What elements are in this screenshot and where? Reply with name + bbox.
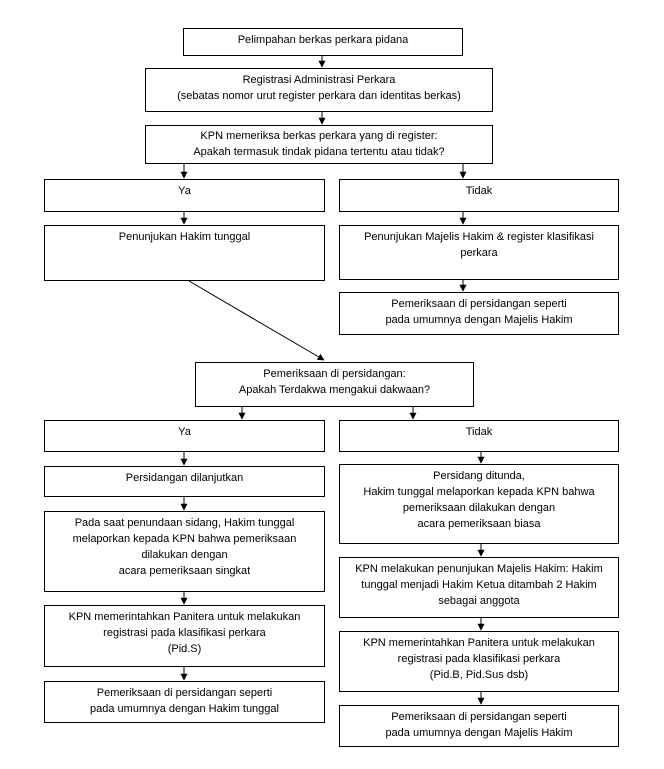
arrow-hakim-pemeriksaan <box>188 280 325 361</box>
node-text: Ya <box>178 426 191 438</box>
node-text: Pelimpahan berkas perkara pidana <box>237 34 409 46</box>
node-text: perkara <box>460 247 498 259</box>
node-text: Persidang ditunda, <box>433 470 525 482</box>
node-text: Registrasi Administrasi Perkara <box>242 74 396 86</box>
node-text: dilakukan dengan <box>141 549 228 561</box>
node-text: pada umumnya dengan Majelis Hakim <box>385 314 573 326</box>
node-majelis-hakim: Penunjukan Majelis Hakim & register klas… <box>339 225 619 280</box>
node-text: Pemeriksaan di persidangan seperti <box>391 298 567 310</box>
node-text: KPN memerintahkan Panitera untuk melakuk… <box>68 611 301 623</box>
node-hakim-tunggal: Penunjukan Hakim tunggal <box>44 225 325 281</box>
node-text: pada umumnya dengan Majelis Hakim <box>385 727 573 739</box>
node-text: (Pid.B, Pid.Sus dsb) <box>429 669 529 681</box>
node-text: Pemeriksaan di persidangan seperti <box>391 711 567 723</box>
node-text: Pada saat penundaan sidang, Hakim tungga… <box>74 517 295 529</box>
node-text: Apakah termasuk tindak pidana tertentu a… <box>193 146 445 158</box>
node-persidangan-dilanjutkan: Persidangan dilanjutkan <box>44 466 325 497</box>
node-text: Tidak <box>465 426 493 438</box>
node-pelimpahan: Pelimpahan berkas perkara pidana <box>183 28 463 56</box>
node-text: KPN melakukan penunjukan Majelis Hakim: … <box>355 563 603 575</box>
node-text: (sebatas nomor urut register perkara dan… <box>177 90 461 102</box>
node-periksa-majelis-2: Pemeriksaan di persidangan seperti pada … <box>339 705 619 747</box>
node-text: registrasi pada klasifikasi perkara <box>103 627 266 639</box>
node-ya-2: Ya <box>44 420 325 452</box>
node-text: Persidangan dilanjutkan <box>125 472 244 484</box>
node-text: pemeriksaan dilakukan dengan <box>402 502 556 514</box>
node-penundaan-sidang: Pada saat penundaan sidang, Hakim tungga… <box>44 511 325 592</box>
node-text: tunggal menjadi Hakim Ketua ditambah 2 H… <box>361 579 597 591</box>
node-text: registrasi pada klasifikasi perkara <box>397 653 561 665</box>
node-penunjukan-majelis: KPN melakukan penunjukan Majelis Hakim: … <box>339 557 619 618</box>
node-text: Penunjukan Hakim tunggal <box>118 231 251 243</box>
node-text: pada umumnya dengan Hakim tunggal <box>90 703 279 715</box>
node-text: Pemeriksaan di persidangan seperti <box>96 687 273 699</box>
node-pemeriksaan-sidang: Pemeriksaan di persidangan: Apakah Terda… <box>195 362 474 407</box>
node-text: Apakah Terdakwa mengakui dakwaan? <box>238 384 431 396</box>
node-text: KPN memeriksa berkas perkara yang di reg… <box>200 130 438 142</box>
node-text: Pemeriksaan di persidangan: <box>263 368 406 380</box>
node-text: acara pemeriksaan biasa <box>417 518 541 530</box>
node-periksa-hakim-tunggal: Pemeriksaan di persidangan seperti pada … <box>44 681 325 723</box>
node-tidak-1: Tidak <box>339 179 619 212</box>
node-text: acara pemeriksaan singkat <box>118 565 251 577</box>
node-text: melaporkan kepada KPN bahwa pemeriksaan <box>72 533 297 545</box>
node-text: KPN memerintahkan Panitera untuk melakuk… <box>363 637 595 649</box>
node-text: Penunjukan Majelis Hakim & register klas… <box>364 231 594 243</box>
node-panitera-pids: KPN memerintahkan Panitera untuk melakuk… <box>44 605 325 667</box>
node-periksa-majelis-1: Pemeriksaan di persidangan seperti pada … <box>339 292 619 335</box>
node-text: Tidak <box>465 185 493 197</box>
node-text: sebagai anggota <box>438 595 520 607</box>
node-panitera-pidb: KPN memerintahkan Panitera untuk melakuk… <box>339 631 619 692</box>
node-ya-1: Ya <box>44 179 325 212</box>
node-text: Hakim tunggal melaporkan kepada KPN bahw… <box>363 486 595 498</box>
node-registrasi: Registrasi Administrasi Perkara (sebatas… <box>145 68 493 112</box>
node-persidang-ditunda: Persidang ditunda, Hakim tunggal melapor… <box>339 464 619 544</box>
node-text: Ya <box>178 185 191 197</box>
node-tidak-2: Tidak <box>339 420 619 452</box>
node-kpn-periksa: KPN memeriksa berkas perkara yang di reg… <box>145 125 493 164</box>
node-text: (Pid.S) <box>167 643 202 655</box>
